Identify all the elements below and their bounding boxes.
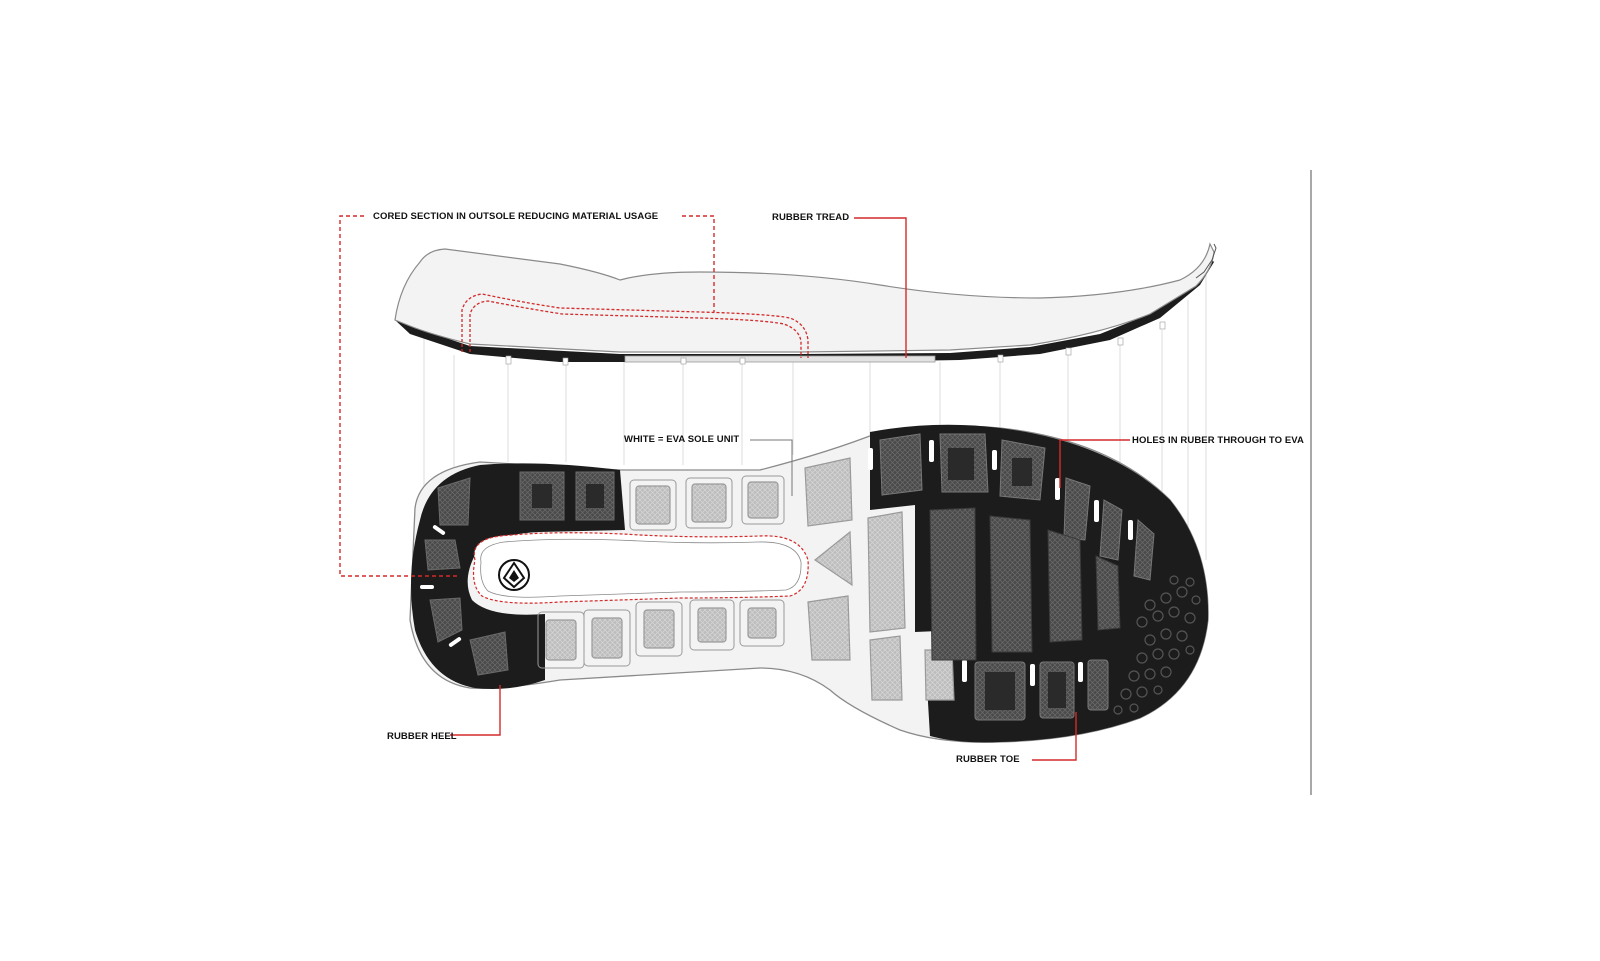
volcom-stone-logo-icon xyxy=(498,559,530,591)
sole-side-profile xyxy=(394,242,1217,366)
leader-toe xyxy=(1032,712,1077,761)
leader-cored-right xyxy=(682,215,715,312)
leader-cored-left xyxy=(339,215,460,577)
callout-holes-in-rubber: HOLES IN RUBER THROUGH TO EVA xyxy=(1132,435,1304,446)
callout-rubber-toe: RUBBER TOE xyxy=(956,754,1020,765)
profile-eva-tread xyxy=(624,355,936,363)
leader-lines xyxy=(339,215,1130,761)
profile-eva-body xyxy=(394,242,1215,353)
callout-eva-sole-unit: WHITE = EVA SOLE UNIT xyxy=(624,434,740,445)
callout-rubber-tread: RUBBER TREAD xyxy=(772,212,850,223)
profile-rubber-edge xyxy=(395,258,1214,362)
cored-section-outline xyxy=(461,293,809,358)
bottom-cored-area xyxy=(472,532,809,604)
callout-rubber-heel: RUBBER HEEL xyxy=(387,731,457,742)
leader-tread xyxy=(854,217,907,358)
leader-holes xyxy=(1059,439,1130,488)
toe-hex-pattern xyxy=(1113,575,1201,715)
leader-heel xyxy=(450,685,501,736)
leader-eva xyxy=(750,439,793,496)
rubber-forefoot xyxy=(870,424,1209,743)
callout-cored-section: CORED SECTION IN OUTSOLE REDUCING MATERI… xyxy=(373,211,659,222)
sole-bottom-view xyxy=(409,424,1209,743)
